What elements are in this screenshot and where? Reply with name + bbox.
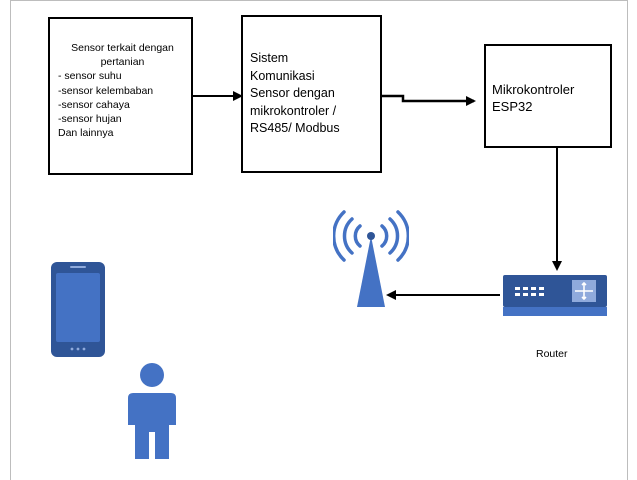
sensor-item: -sensor hujan [58, 113, 122, 126]
sensor-box-title-2: pertanian [100, 56, 145, 69]
antenna-icon [333, 210, 409, 307]
microcontroller-box: Mikrokontroler ESP32 [484, 44, 612, 148]
arrow-comm-to-mcu [382, 94, 476, 106]
router-label: Router [536, 348, 568, 360]
frame-left-border [10, 0, 11, 480]
person-icon [128, 363, 176, 459]
comm-line: RS485/ Modbus [250, 121, 340, 135]
smartphone-icon [51, 262, 105, 357]
router-icon [503, 275, 607, 316]
comm-line: Sistem [250, 51, 289, 65]
frame-right-border [627, 0, 628, 480]
comm-line: Komunikasi [250, 68, 315, 83]
comm-line: Sensor dengan [250, 86, 335, 100]
sensor-box-title: Sensor terkait dengan [71, 42, 174, 54]
sensor-box: Sensor terkait dengan pertanian - sensor… [48, 17, 193, 175]
comm-line: mikrokontroler / [250, 103, 337, 118]
sensor-item: - sensor suhu [58, 70, 122, 83]
mcu-line: ESP32 [492, 99, 533, 114]
sensor-item: Dan lainnya [58, 127, 114, 140]
frame-top-border [10, 0, 627, 5]
sensor-item: -sensor kelembaban [58, 84, 154, 97]
communication-box: Sistem Komunikasi Sensor dengan mikrokon… [241, 15, 382, 173]
mcu-line: Mikrokontroler [492, 82, 575, 97]
sensor-item: -sensor cahaya [58, 98, 130, 111]
